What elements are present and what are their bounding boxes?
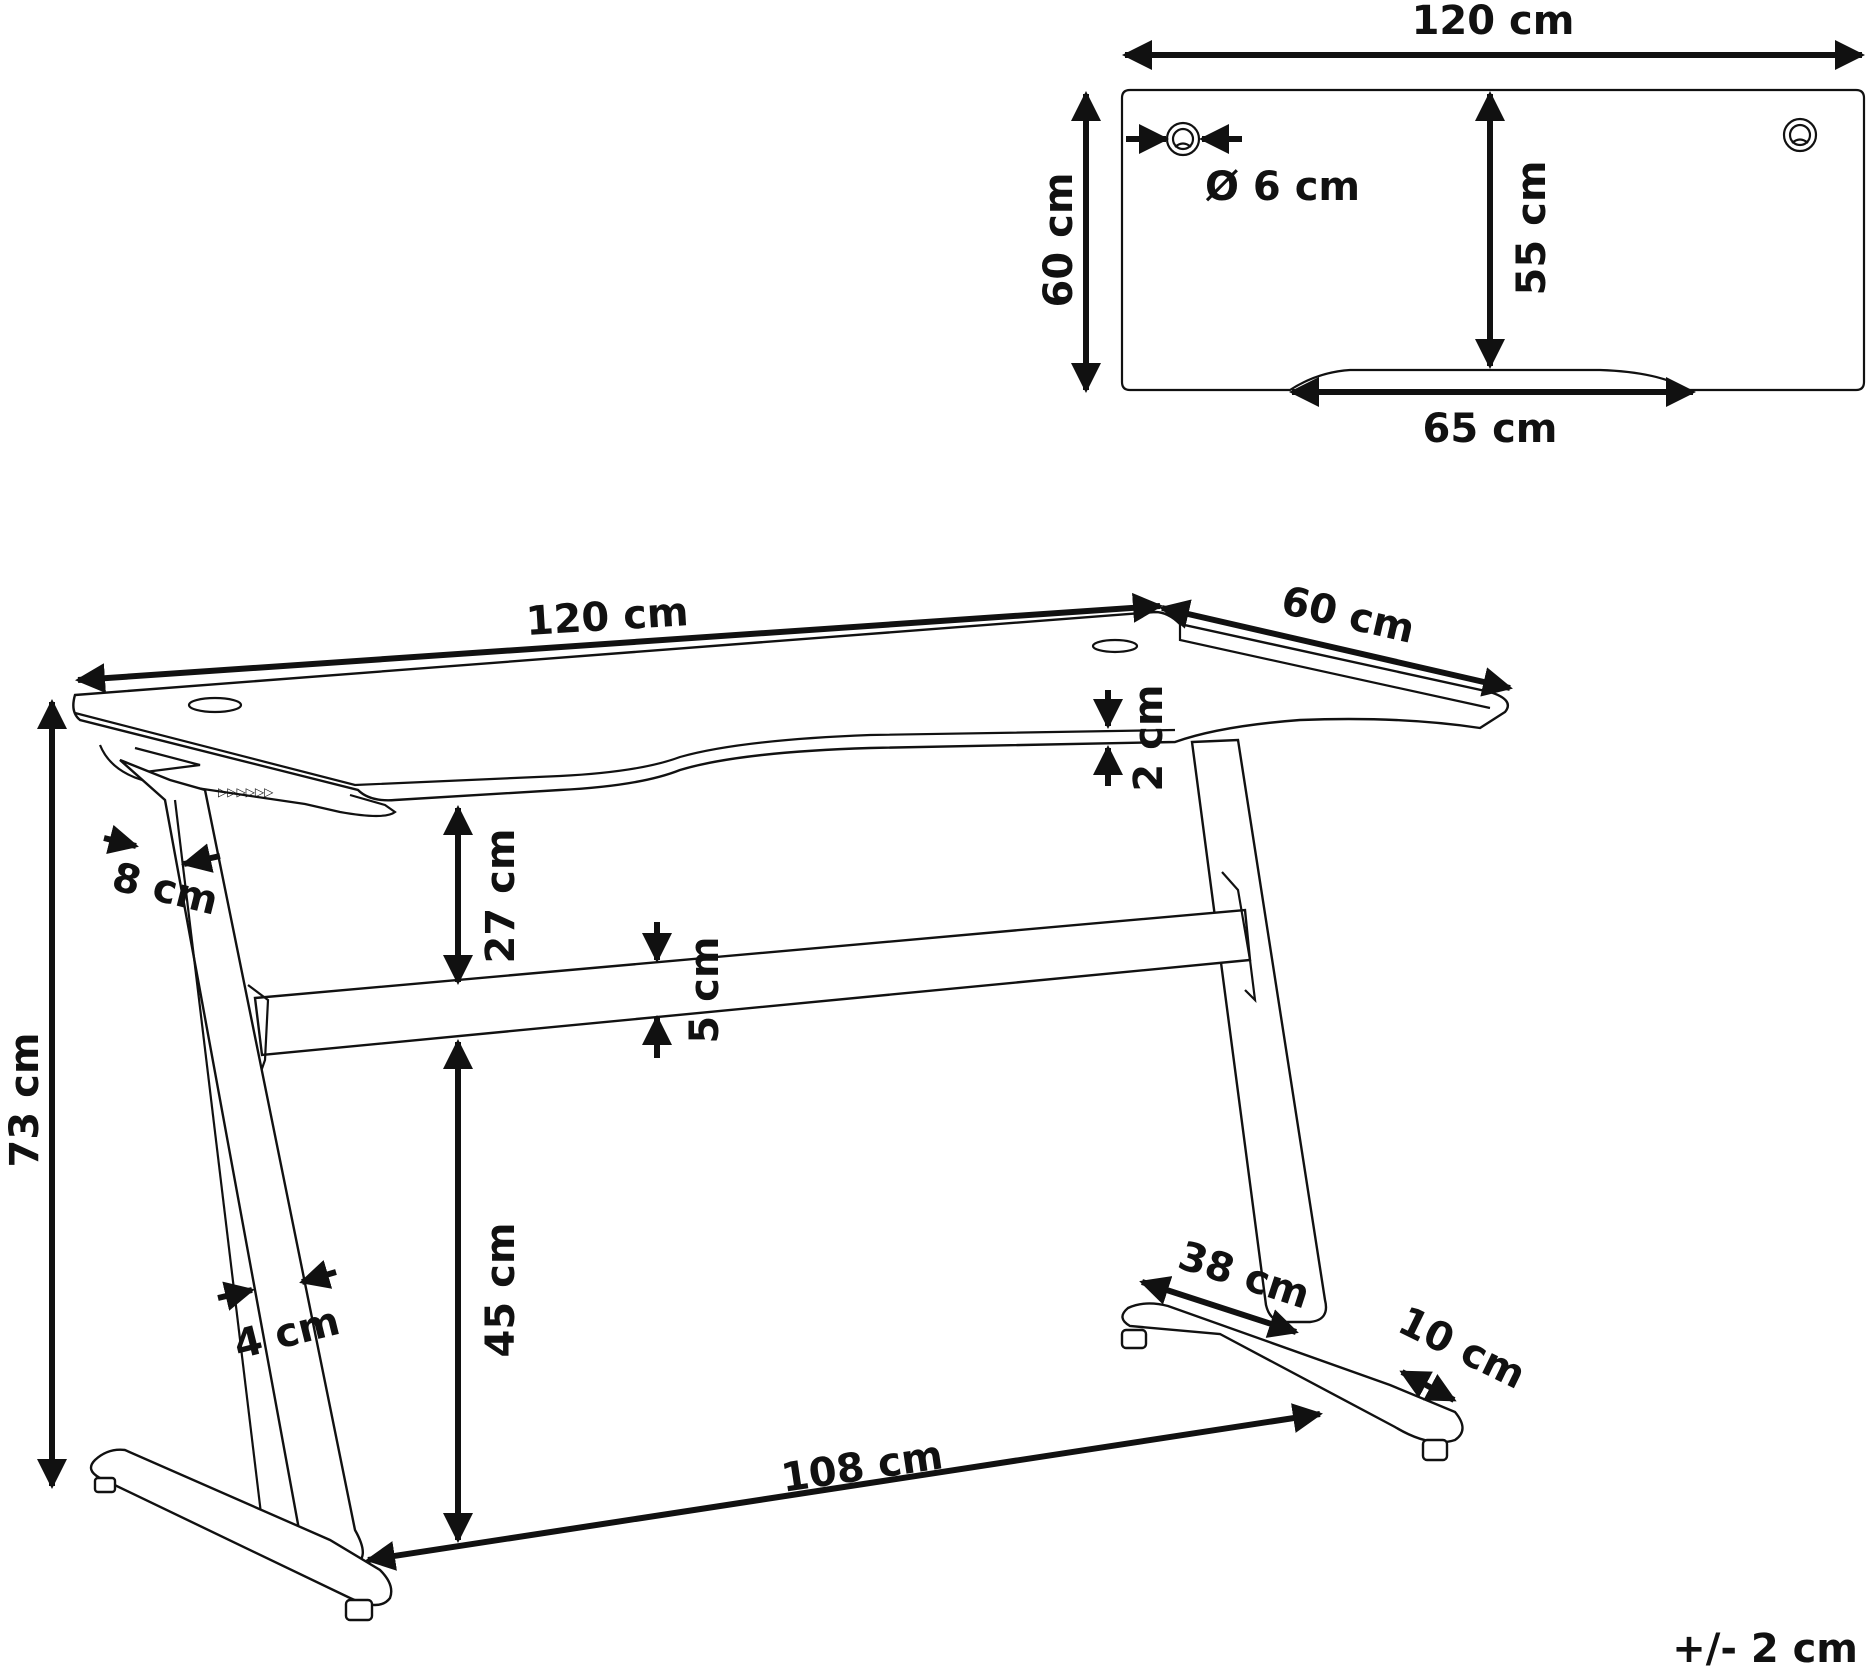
front-left-foot-pad-rear — [344, 1598, 374, 1622]
foot-span-label: 108 cm — [778, 1432, 946, 1502]
cross-bar — [253, 908, 1252, 1057]
front-left-foot-pad — [93, 1476, 117, 1494]
front-left-foot — [89, 1448, 393, 1607]
leg-width-arrow-left — [217, 1281, 255, 1311]
led-control-panel: ▷▷▷▷▷▷ — [98, 744, 397, 818]
foot-length-dimension — [1139, 1276, 1299, 1338]
back-right-foot-pad — [1120, 1328, 1148, 1350]
foot-width-dimension — [1399, 1369, 1457, 1403]
foot-width-label: 10 cm — [1391, 1298, 1532, 1399]
leg-width-arrow-right — [299, 1259, 337, 1289]
top-view-width-label: 120 cm — [1412, 0, 1575, 44]
back-right-leg — [1190, 738, 1328, 1324]
grommet-front-left-icon — [187, 696, 243, 714]
cutout-width-label: 65 cm — [1423, 406, 1558, 452]
top-thickness-label: 2 cm — [1126, 684, 1172, 791]
grommet-hole-right-icon — [1782, 117, 1818, 153]
total-height-label: 73 cm — [2, 1033, 48, 1168]
top-view-inner-depth-label: 55 cm — [1509, 161, 1555, 296]
desk-top-front-edge — [74, 711, 1176, 787]
cross-bar-bracket-right — [1221, 871, 1257, 1004]
led-panel-glyphs: ▷▷▷▷▷▷ — [218, 785, 274, 799]
top-view: 120 cm 60 cm Ø 6 cm 55 cm 65 cm — [1036, 0, 1866, 452]
main-depth-dimension — [1159, 599, 1513, 697]
tolerance-note: +/- 2 cm — [1672, 1626, 1858, 1672]
foot-span-dimension — [365, 1403, 1323, 1571]
back-right-foot-pad-rear — [1421, 1438, 1449, 1462]
main-width-label: 120 cm — [525, 589, 690, 645]
bar-height-label: 5 cm — [682, 936, 728, 1043]
leg-top-width-arrow-left — [103, 824, 139, 855]
leg-top-width-arrow-right — [181, 843, 221, 873]
main-width-dimension — [75, 592, 1163, 694]
under-top-label: 27 cm — [478, 829, 524, 964]
bar-to-floor-label: 45 cm — [478, 1223, 524, 1358]
front-left-leg-inner-edge — [173, 799, 264, 1523]
top-view-outline — [1120, 88, 1866, 392]
hole-diameter-label: Ø 6 cm — [1205, 164, 1360, 210]
grommet-hole-left-icon — [1165, 121, 1201, 157]
perspective-view: ▷▷▷▷▷▷ 120 cm 60 cm 73 cm 2 cm 8 cm — [2, 578, 1532, 1622]
top-view-depth-label: 60 cm — [1036, 173, 1082, 308]
